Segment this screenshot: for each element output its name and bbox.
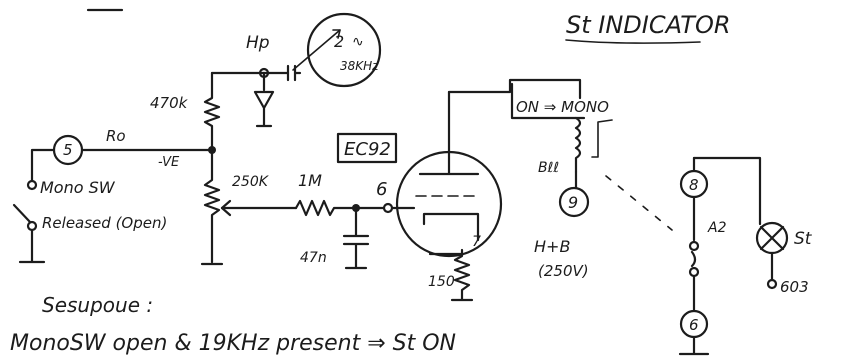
resistor-150: [450, 248, 474, 302]
resistor-470k: [203, 71, 221, 150]
ec92-label: EC92: [344, 139, 391, 160]
osc-number: 2: [334, 32, 344, 51]
resistor-1m: [294, 199, 386, 217]
capacitor-47n: [342, 206, 370, 270]
released-label: Released (Open): [42, 214, 167, 232]
lamp-terminal: [766, 278, 778, 290]
ground-left: [18, 228, 46, 264]
osc-frequency: 38KHz: [340, 59, 379, 73]
osc-arrow: [292, 29, 341, 71]
label-47n: 47n: [300, 250, 327, 266]
on-mono-label: ON ⇒ MONO: [516, 98, 609, 116]
title-underline: [565, 39, 701, 44]
lamp-number: 603: [780, 278, 809, 296]
hb-volts: (250V): [538, 262, 589, 280]
relay-linkage: [605, 175, 673, 231]
switch-blade: [12, 203, 32, 224]
neg-ve-label: -VE: [158, 155, 180, 170]
pin-6-contact: [382, 202, 394, 214]
left-wire: [30, 148, 56, 182]
pot-250k: [200, 148, 224, 266]
on-mono-bracket: [510, 82, 586, 120]
lamp-cross: [759, 225, 785, 251]
note-heading: Sesupoue :: [42, 293, 153, 317]
label-250k: 250K: [232, 174, 270, 190]
ro-label: Ro: [106, 127, 126, 145]
osc-arrowhead: [332, 29, 341, 39]
oscillator-circle: [306, 12, 382, 88]
osc-wave: ∿: [352, 34, 364, 50]
coupling-capacitor: [286, 64, 302, 82]
anode-wire: [447, 78, 582, 100]
note-body: MonoSW open & 19KHz present ⇒ St ON: [10, 331, 456, 356]
tube-plate: [418, 90, 480, 176]
relay-coil: [574, 116, 582, 174]
ec92-box: [336, 132, 398, 164]
relay-label: Bℓℓ: [538, 160, 559, 176]
title: St INDICATOR: [566, 11, 731, 39]
node-9-label: 9: [568, 193, 578, 212]
a2-label: A2: [707, 220, 727, 236]
diode-symbol: [253, 90, 275, 128]
relay-armature: [591, 119, 613, 158]
label-150: 150: [428, 274, 455, 290]
label-470k: 470k: [150, 94, 189, 112]
lamp-label: St: [794, 229, 813, 249]
tube-cathode: [422, 212, 480, 234]
contact-bridge: [690, 250, 697, 268]
lamp-top-wire: [692, 156, 762, 226]
contact-a: [688, 240, 700, 252]
contact-b: [688, 266, 700, 278]
hb-label: H+B: [534, 237, 570, 256]
pin-6-label: 6: [376, 179, 387, 200]
mono-sw-label: Mono SW: [40, 178, 116, 197]
ground-right: [678, 335, 710, 356]
switch-contact-bottom: [26, 220, 38, 232]
switch-contact-top: [26, 179, 38, 191]
wiper-arrow: [220, 199, 232, 217]
pin-7-label: 7: [472, 234, 481, 250]
node-8-label: 8: [689, 176, 699, 194]
node-6b-label: 6: [689, 316, 699, 334]
label-1m: 1M: [298, 171, 322, 190]
node-5-label: 5: [63, 141, 73, 159]
hp-label: Hp: [246, 33, 270, 53]
node-9-circle: [558, 186, 590, 218]
